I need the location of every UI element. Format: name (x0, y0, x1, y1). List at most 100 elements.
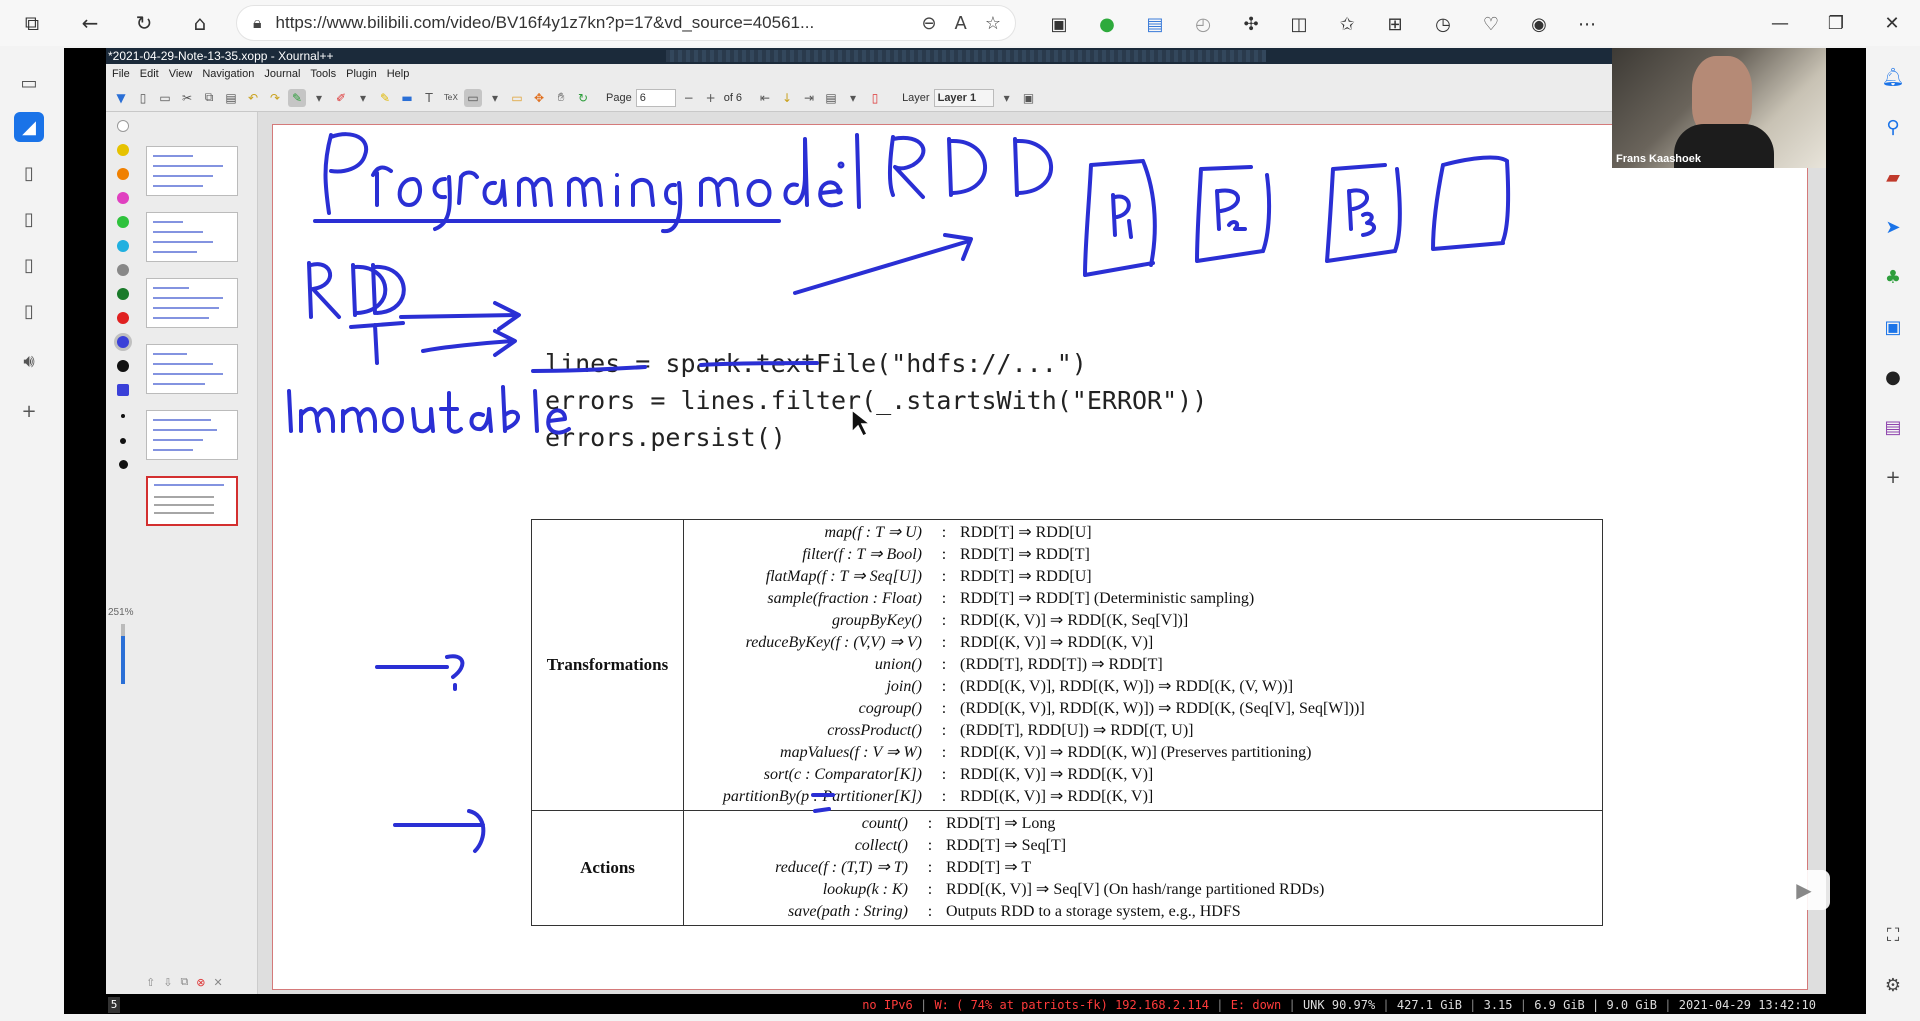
color-green[interactable] (117, 216, 129, 228)
settings-gear-icon[interactable]: ⚙ (1878, 970, 1908, 1000)
next-annotated-icon[interactable]: ↓ (778, 89, 796, 107)
copy-icon[interactable]: ⧉ (200, 89, 218, 107)
fullscreen-icon[interactable]: ▣ (1020, 89, 1038, 107)
math-tex-icon[interactable]: TeX (442, 89, 460, 107)
close-window-button[interactable]: ✕ (1864, 0, 1920, 46)
collections-icon[interactable]: ⊞ (1376, 6, 1414, 42)
history-icon[interactable]: ◷ (1424, 6, 1462, 42)
read-aloud-icon[interactable]: A (955, 13, 967, 34)
doc-icon[interactable]: ▤ (1136, 6, 1174, 42)
image-icon[interactable]: ▬ (398, 89, 416, 107)
page-thumbnail[interactable] (146, 410, 238, 460)
layer-dropdown-icon[interactable]: ▾ (998, 89, 1016, 107)
tree-icon[interactable]: ♣ (1878, 262, 1908, 292)
tv-icon[interactable]: ▣ (1878, 312, 1908, 342)
minimize-button[interactable]: — (1752, 0, 1808, 46)
eraser-icon[interactable]: ✐ (332, 89, 350, 107)
color-black[interactable] (117, 360, 129, 372)
audio-tab-icon[interactable]: 🔊︎ (14, 346, 44, 376)
first-page-icon[interactable]: ⇤ (756, 89, 774, 107)
performance-icon[interactable]: ♡ (1472, 6, 1510, 42)
pen-dropdown-icon[interactable]: ▾ (310, 89, 328, 107)
delete-page-icon[interactable]: ▯ (866, 89, 884, 107)
home-button[interactable]: ⌂ (180, 5, 220, 41)
address-bar[interactable]: 🔒︎ https://www.bilibili.com/video/BV16f4… (236, 5, 1016, 41)
color-blue[interactable] (117, 336, 129, 348)
page-decrement-icon[interactable]: − (680, 89, 698, 107)
size-thick[interactable] (119, 460, 128, 469)
note-page[interactable]: lines = spark.textFile("hdfs://...")erro… (272, 124, 1808, 990)
profile-avatar[interactable]: ◉ (1520, 6, 1558, 42)
send-icon[interactable]: ➤ (1878, 212, 1908, 242)
add-icon[interactable]: + (1878, 462, 1908, 492)
open-icon[interactable]: ▭ (156, 89, 174, 107)
page-thumbnail[interactable] (146, 344, 238, 394)
chat-icon[interactable]: ▤ (1878, 412, 1908, 442)
clock-ext-icon[interactable]: ◴ (1184, 6, 1222, 42)
color-yellow[interactable] (117, 144, 129, 156)
page-increment-icon[interactable]: + (702, 89, 720, 107)
delete-page-icon[interactable]: ⊗ (196, 976, 205, 989)
redo-icon[interactable]: ↷ (266, 89, 284, 107)
briefcase-icon[interactable]: ▰ (1878, 162, 1908, 192)
hand-icon[interactable]: ✋︎ (552, 89, 570, 107)
select-object-icon[interactable]: ✥ (530, 89, 548, 107)
page-thumbnail[interactable] (146, 212, 238, 262)
menu-journal[interactable]: Journal (264, 64, 300, 84)
eraser-dropdown-icon[interactable]: ▾ (354, 89, 372, 107)
new-tab-icon[interactable]: + (14, 396, 44, 426)
page-number-input[interactable]: 6 (636, 89, 676, 107)
close-sidebar-icon[interactable]: ✕ (214, 976, 223, 989)
layer-select[interactable]: Layer 1 (934, 89, 994, 107)
copy-page-icon[interactable]: ⧉ (180, 975, 188, 989)
record-icon[interactable]: ● (1088, 6, 1126, 42)
search-icon[interactable]: ⚲ (1878, 112, 1908, 142)
size-fine[interactable] (121, 414, 125, 418)
extension-icon[interactable]: ▣ (1040, 6, 1078, 42)
workspace-indicator[interactable]: 5 (108, 997, 120, 1013)
menu-view[interactable]: View (169, 64, 193, 84)
refresh-icon[interactable]: ↻ (574, 89, 592, 107)
color-dark-green[interactable] (117, 288, 129, 300)
page-thumbnail[interactable] (146, 278, 238, 328)
menu-file[interactable]: File (112, 64, 130, 84)
menu-help[interactable]: Help (387, 64, 410, 84)
more-menu-icon[interactable]: ⋯ (1568, 6, 1606, 42)
color-red[interactable] (117, 312, 129, 324)
pen-icon[interactable]: ✎ (288, 89, 306, 107)
insert-page-icon[interactable]: ▤ (822, 89, 840, 107)
undo-icon[interactable]: ↶ (244, 89, 262, 107)
restore-button[interactable]: ❐ (1808, 0, 1864, 46)
color-cyan[interactable] (117, 240, 129, 252)
split-screen-icon[interactable]: ◫ (1280, 6, 1318, 42)
tab-page-icon[interactable]: ▯ (14, 296, 44, 326)
cut-icon[interactable]: ✂ (178, 89, 196, 107)
shape-dropdown-icon[interactable]: ▾ (486, 89, 504, 107)
screenshot-icon[interactable]: ⛶ (1878, 920, 1908, 950)
text-icon[interactable]: T (420, 89, 438, 107)
size-medium[interactable] (120, 438, 126, 444)
color-white[interactable] (117, 120, 129, 132)
shape-icon[interactable]: ▭ (464, 89, 482, 107)
menu-tools[interactable]: Tools (310, 64, 336, 84)
puzzle-icon[interactable]: ✣ (1232, 6, 1270, 42)
active-tab-icon[interactable]: ◢ (14, 112, 44, 142)
page-dropdown-icon[interactable]: ▾ (844, 89, 862, 107)
color-orange[interactable] (117, 168, 129, 180)
menu-navigation[interactable]: Navigation (202, 64, 254, 84)
back-button[interactable]: ← (70, 5, 110, 41)
color-magenta[interactable] (117, 192, 129, 204)
select-rect-icon[interactable]: ▭ (508, 89, 526, 107)
color-custom[interactable] (117, 384, 129, 396)
github-icon[interactable]: ● (1878, 362, 1908, 392)
page-down-icon[interactable]: ⇩ (163, 976, 172, 989)
favorites-icon[interactable]: ✩ (1328, 6, 1366, 42)
favorite-star-icon[interactable]: ☆ (985, 13, 1001, 34)
new-icon[interactable]: ▯ (134, 89, 152, 107)
menu-plugin[interactable]: Plugin (346, 64, 377, 84)
last-page-icon[interactable]: ⇥ (800, 89, 818, 107)
refresh-button[interactable]: ↻ (124, 5, 164, 41)
bell-icon[interactable]: 🔔︎ (1878, 62, 1908, 92)
workspaces-icon[interactable]: ⧉ (12, 5, 52, 41)
page-thumbnail-selected[interactable] (146, 476, 238, 526)
